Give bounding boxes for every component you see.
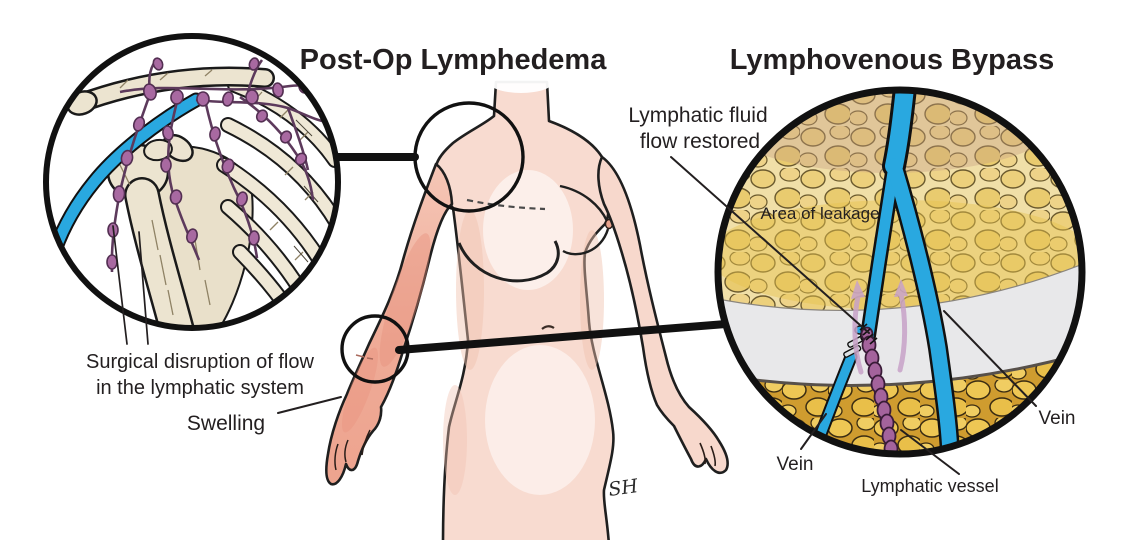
shoulder-anatomy-inset — [43, 33, 341, 331]
pointer-lymphatic-vessel — [900, 429, 960, 475]
elbow-crease-marks — [355, 354, 374, 360]
pointer-swelling — [277, 396, 342, 414]
vein-branch-deep — [886, 158, 958, 454]
lymphatic-vessel-label: Lymphatic vessel — [861, 476, 998, 496]
breast-left — [559, 184, 610, 256]
swelling-label: Swelling — [187, 412, 265, 435]
title-left: Post-Op Lymphedema — [300, 44, 608, 76]
vein-label-right: Vein — [1039, 408, 1076, 429]
pointer-lines — [112, 156, 1037, 475]
breast-right-mound — [457, 240, 560, 283]
right-inset-ring — [714, 86, 1086, 458]
vein-fills — [862, 90, 958, 454]
disruption-label-line2: in the lymphatic system — [96, 377, 304, 399]
pointer-vein-right — [943, 310, 1037, 407]
pointer-vein-left — [800, 413, 827, 450]
ligated-vein-stub — [814, 350, 858, 441]
restored-label-line1: Lymphatic fluid — [628, 104, 767, 127]
connector-lines — [334, 153, 730, 354]
bone-hatching — [119, 69, 314, 316]
vein-trunk — [885, 90, 914, 175]
axillary-vein — [47, 92, 204, 258]
flow-arrows — [851, 279, 908, 375]
fascia-band — [718, 262, 1082, 386]
connector-forearm — [395, 320, 730, 354]
pointer-restored — [670, 156, 870, 334]
restored-label-line2: flow restored — [640, 130, 760, 153]
disruption-label-line1: Surgical disruption of flow — [86, 351, 314, 373]
annotation-circle-forearm — [340, 314, 410, 384]
pointer-disruption-1 — [112, 225, 128, 345]
title-right: Lymphovenous Bypass — [730, 44, 1054, 76]
hand-right-finger-lines — [699, 442, 717, 467]
left-inset-ring — [43, 33, 341, 331]
hand-left-finger-lines — [334, 429, 371, 471]
fat-tint-yellow — [718, 200, 1082, 310]
navel — [541, 325, 555, 330]
artist-signature: SH — [607, 475, 640, 501]
annotation-circle-shoulder — [413, 101, 525, 213]
swollen-arm-shading — [341, 233, 431, 433]
arm-left-swollen — [325, 162, 454, 486]
vein-branch-bypass — [862, 160, 900, 342]
fascia-bottom-edge — [718, 350, 1082, 387]
vein-label-left: Vein — [777, 454, 814, 475]
arm-right — [597, 155, 729, 475]
body-figure — [325, 67, 729, 540]
pointer-disruption-2 — [138, 231, 149, 345]
area-of-leakage-label: Area of leakage — [760, 204, 879, 223]
